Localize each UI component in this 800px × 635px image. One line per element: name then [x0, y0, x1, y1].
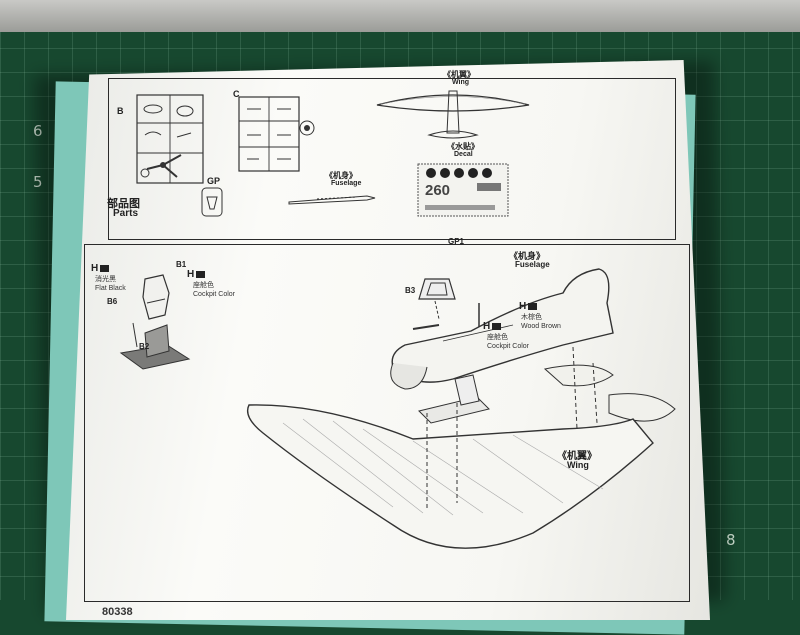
wing-label-cn: 《机翼》	[557, 451, 597, 462]
paint-letter: H	[187, 269, 195, 280]
fuselage-label-en: Fuselage	[331, 180, 362, 187]
paint-code-box	[196, 271, 206, 278]
metal-ruler-strip	[0, 0, 800, 32]
paint-name-en: Cockpit Color	[193, 291, 236, 298]
callout-b2: B2	[139, 342, 150, 351]
fuselage-profile-drawing	[288, 195, 376, 205]
parts-title-en: Parts	[113, 208, 139, 219]
sprue-c-drawing	[238, 96, 315, 172]
paint-tag-cockpit-color-2: H	[483, 321, 502, 332]
paint-name-cn: 座舱色	[487, 334, 508, 341]
paint-letter: H	[519, 301, 527, 312]
paint-name-cn: 木棕色	[521, 314, 542, 321]
sprue-b-label: B	[117, 106, 124, 116]
paint-name-cn: 消光黑	[95, 276, 116, 283]
paint-note-cockpit-color: 座舱色 Cockpit Color	[193, 281, 235, 299]
fuselage-label-cn: 《机身》	[509, 251, 546, 261]
callout-b3: B3	[405, 286, 416, 295]
paint-name-en: Flat Black	[95, 285, 126, 292]
paint-code-box	[492, 323, 502, 330]
decal-number: 260	[425, 182, 451, 199]
callout-b6: B6	[107, 297, 118, 306]
parts-panel: B C	[107, 70, 676, 240]
paint-note-wood-brown: 木棕色 Wood Brown	[521, 313, 561, 331]
paint-letter: H	[91, 263, 99, 274]
fuselage-label-cn: 《机身》	[325, 171, 357, 180]
callout-b1: B1	[176, 260, 187, 269]
paint-code-box	[100, 265, 110, 272]
paint-note-flat-black: 消光黑 Flat Black	[95, 275, 126, 293]
mat-number: 8	[726, 531, 736, 549]
wing-label-en: Wing	[452, 79, 470, 86]
instruction-booklet: B C	[44, 56, 712, 635]
paint-code-box	[528, 303, 538, 310]
paint-tag-flat-black: H	[91, 263, 110, 274]
plane-topview-drawing	[376, 90, 530, 139]
instruction-page: B C	[66, 60, 710, 620]
paint-name-en: Wood Brown	[521, 323, 561, 330]
page-number: 80338	[102, 606, 133, 618]
gp-clear-part-drawing	[201, 187, 223, 217]
decal-label-cn: 《水贴》	[447, 142, 479, 151]
parts-title-cn: 部品图	[107, 198, 140, 210]
paint-name-en: Cockpit Color	[487, 343, 530, 350]
sprue-b-drawing	[136, 94, 204, 184]
paint-tag-cockpit-color: H	[187, 269, 206, 280]
paint-note-cockpit-color-2: 座舱色 Cockpit Color	[487, 333, 529, 351]
gp-label: GP	[207, 176, 221, 186]
fuselage-label-en: Fuselage	[515, 260, 550, 269]
paint-letter: H	[483, 321, 491, 332]
wing-label-en: Wing	[567, 460, 589, 470]
paint-tag-wood-brown: H	[519, 301, 538, 312]
mat-number: 5	[33, 173, 43, 191]
decal-sheet-drawing	[417, 163, 509, 217]
decal-label-en: Decal	[454, 151, 473, 158]
callout-gp1: GP1	[448, 237, 465, 246]
paint-name-cn: 座舱色	[193, 282, 214, 289]
wing-label-cn: 《机翼》	[443, 70, 475, 79]
mat-number: 6	[33, 122, 43, 140]
sprue-c-label: C	[233, 89, 240, 99]
aircraft-assembly-drawing	[119, 268, 676, 549]
assembly-panel: GP1 B1 B2 B3 B6 《机身》 Fuselage 《机翼》 Wing …	[84, 237, 690, 602]
